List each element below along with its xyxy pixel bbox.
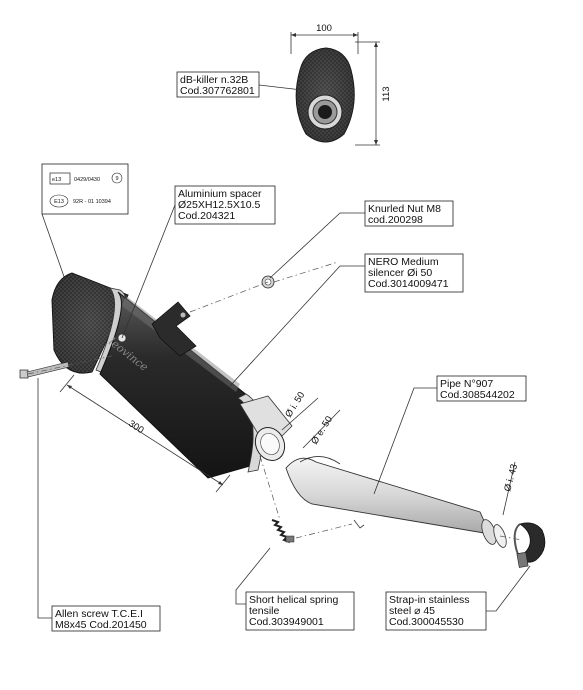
helical-spring — [271, 519, 295, 543]
nut-code: cod.200298 — [368, 214, 423, 226]
inner-diameter: Ø i. 50 — [283, 390, 307, 420]
silencer-diameter: silencer Øi 50 — [368, 267, 432, 279]
approval-number: 0429/0430 — [74, 177, 100, 183]
spacer-name: Aluminium spacer — [178, 188, 262, 200]
callout-allen: Allen screw T.C.E.I M8x45 Cod.201450 — [37, 378, 161, 632]
diameter-dimensions: Ø i. 50 Ø e. 50 — [281, 390, 341, 449]
callout-pipe: Pipe N°907 Cod.308544202 — [373, 375, 527, 495]
strap-clamp — [513, 522, 546, 568]
width-dimension: 100 — [316, 23, 332, 34]
allen-code: M8x45 Cod.201450 — [55, 619, 147, 631]
pipe-code: Cod.308544202 — [440, 389, 515, 401]
spring-type: tensile — [249, 605, 280, 617]
approval-circle: 9 — [115, 176, 118, 182]
approval-code: 92R - 01 10394 — [73, 199, 111, 205]
spring-name: Short helical spring — [249, 594, 338, 606]
allen-screw — [19, 361, 70, 379]
callout-spacer: Aluminium spacer Ø25XH12.5X10.5 Cod.2043… — [121, 185, 276, 339]
callout-silencer: NERO Medium silencer Øi 50 Cod.301400947… — [229, 253, 464, 387]
approval-markings: e13 0429/0430 9 E13 92R - 01 10394 — [41, 163, 129, 289]
strap-code: Cod.300045530 — [389, 616, 464, 628]
pipe-inner-diameter: Ø i. 43 — [502, 463, 520, 493]
spacer-dims: Ø25XH12.5X10.5 — [178, 199, 260, 211]
nut-name: Knurled Nut M8 — [368, 203, 441, 215]
outer-diameter: Ø e. 50 — [309, 414, 335, 446]
dbkiller-label: dB-killer n.32B — [180, 74, 248, 86]
link-pipe: Ø i. 43 — [285, 456, 520, 548]
approval-mark-1: e13 — [52, 177, 61, 183]
silencer-name: NERO Medium — [368, 256, 439, 268]
spacer-code: Cod.204321 — [178, 210, 235, 222]
pipe-name: Pipe N°907 — [440, 378, 493, 390]
spring-code: Cod.303949001 — [249, 616, 324, 628]
height-dimension: 113 — [381, 86, 392, 101]
approval-mark-2: E13 — [54, 199, 64, 205]
strap-name: Strap-in stainless — [389, 594, 470, 606]
callout-nut: Knurled Nut M8 cod.200298 — [269, 200, 454, 279]
silencer-body: leovince — [51, 272, 293, 479]
callout-strap: Strap-in stainless steel ⌀ 45 Cod.300045… — [385, 565, 531, 631]
strap-size: steel ⌀ 45 — [389, 605, 435, 617]
allen-name: Allen screw T.C.E.I — [55, 608, 143, 620]
silencer-code: Cod.3014009471 — [368, 278, 449, 290]
dbkiller-end-view: 100 113 dB-killer n.32B Cod.307762801 — [176, 23, 392, 146]
dbkiller-code: Cod.307762801 — [180, 85, 255, 97]
callout-spring: Short helical spring tensile Cod.3039490… — [235, 547, 355, 631]
